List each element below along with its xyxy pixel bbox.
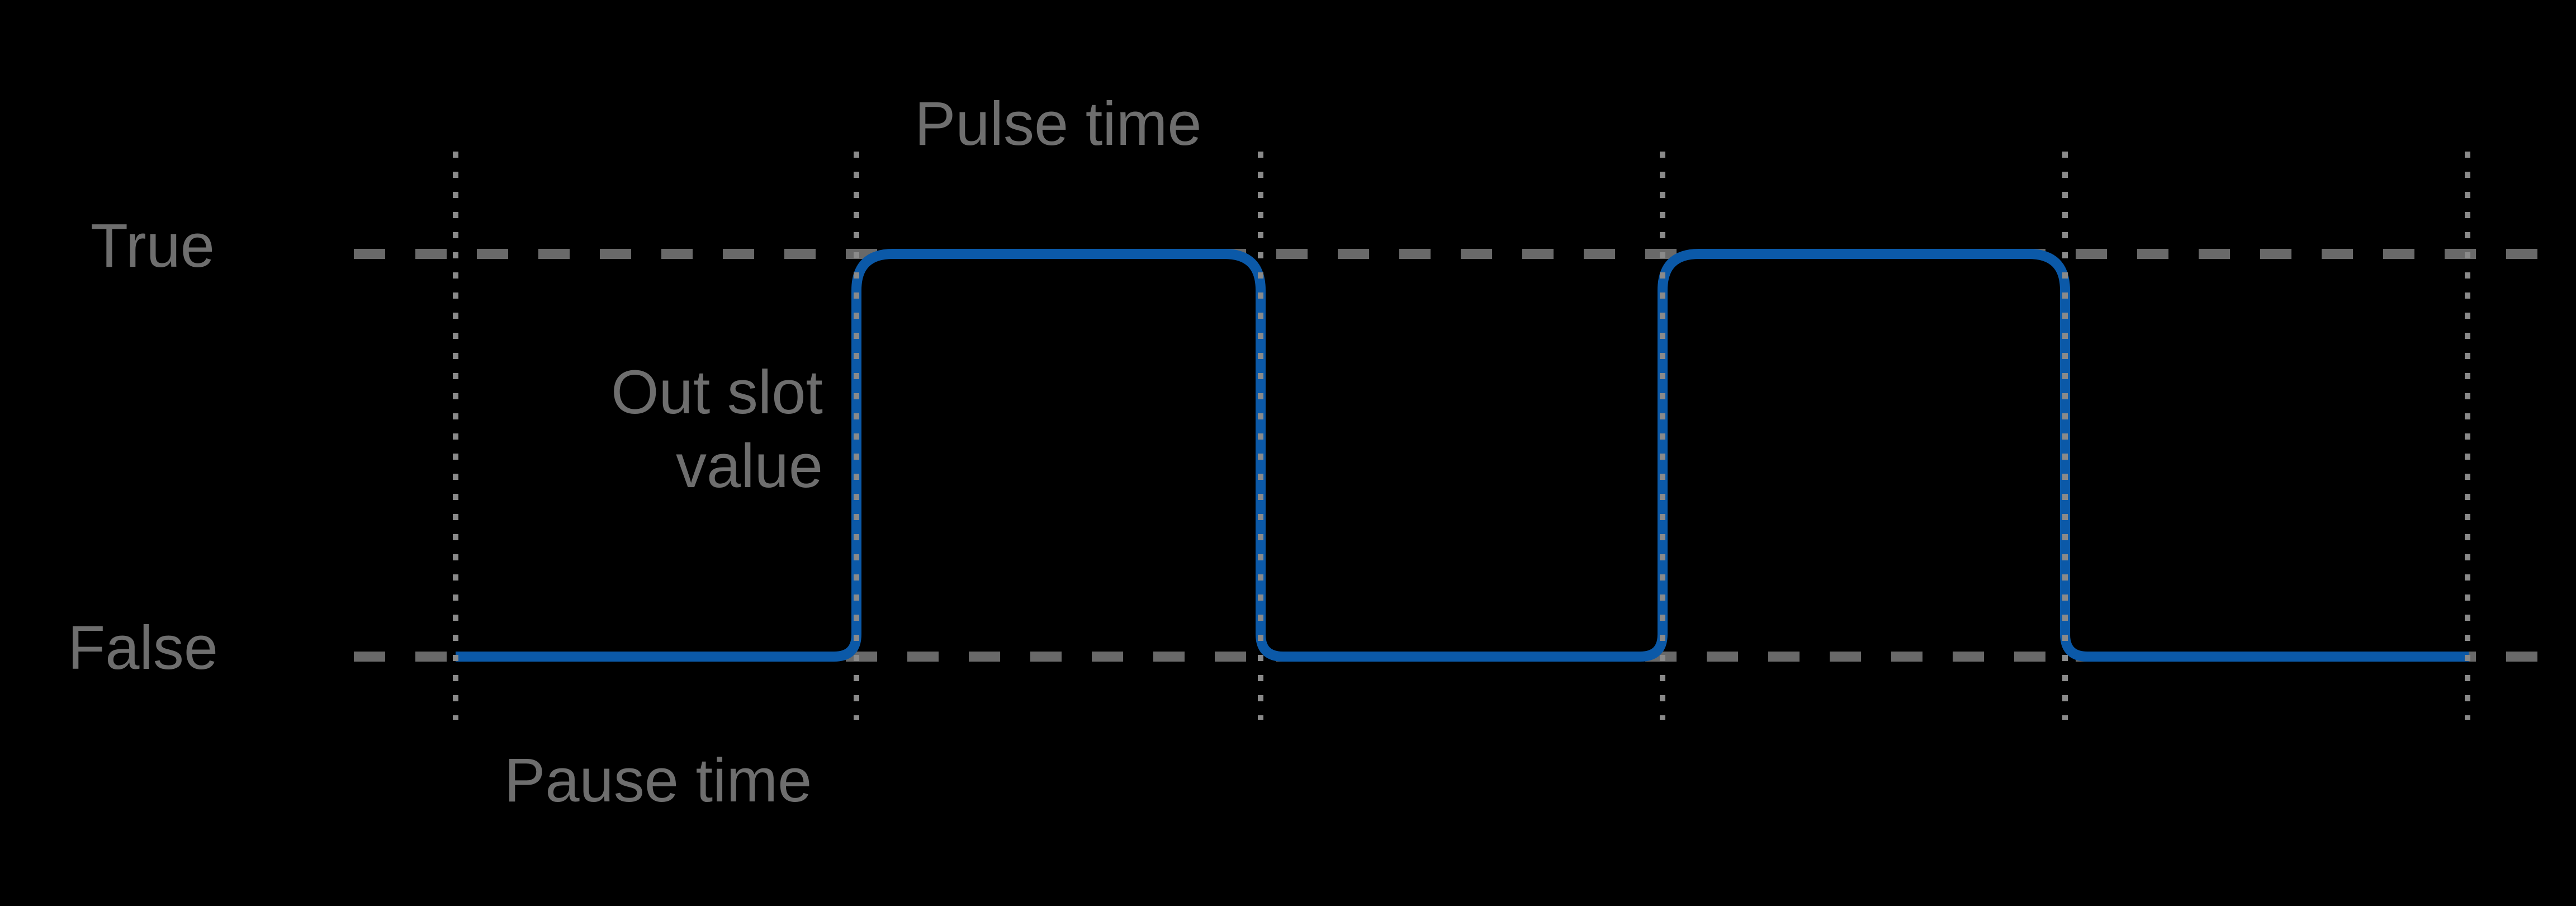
false-level-label: False: [68, 614, 218, 682]
time-boundary-dotted-lines: [453, 152, 2470, 720]
out-slot-value-line2: value: [676, 432, 823, 501]
pause-time-label: Pause time: [504, 746, 812, 815]
out-slot-value-line1: Out slot: [610, 358, 823, 427]
pulse-time-label: Pulse time: [915, 89, 1202, 158]
waveform-line: [456, 249, 2469, 662]
out-slot-value-label: Out slot value: [0, 356, 823, 503]
true-level-label: True: [90, 211, 215, 280]
